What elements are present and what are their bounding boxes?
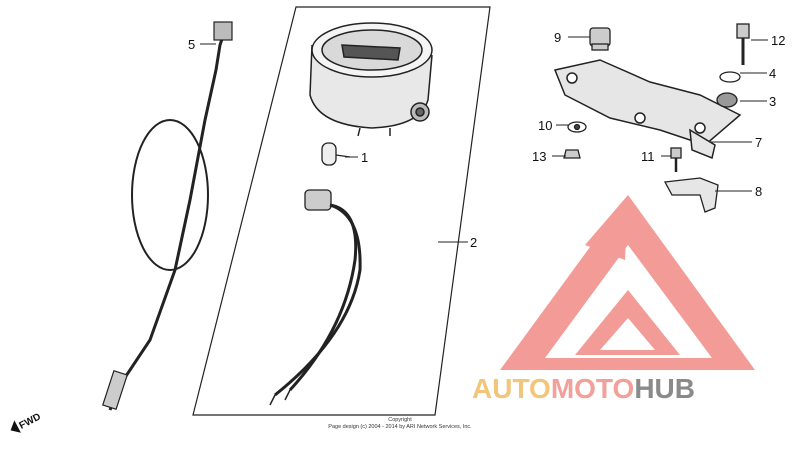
callout-9: 9: [554, 30, 561, 45]
watermark-word-auto: AUTO: [472, 373, 551, 404]
hardware: [563, 23, 750, 213]
fwd-arrow-icon: [10, 420, 21, 433]
callout-13: 13: [532, 149, 546, 164]
watermark-wordmark: AUTOMOTOHUB: [472, 373, 695, 404]
speedometer-head: [309, 22, 433, 137]
assembly-box: [192, 6, 491, 416]
callout-5: 5: [188, 37, 195, 52]
watermark-logo: [500, 195, 755, 370]
callout-1: 1: [361, 150, 368, 165]
fwd-indicator: FWD: [10, 411, 43, 433]
copyright-line-2: Page design (c) 2004 - 2014 by ARI Netwo…: [328, 424, 472, 430]
callout-7: 7: [755, 135, 762, 150]
speedometer-cable: [102, 21, 233, 411]
callout-10: 10: [538, 118, 552, 133]
callout-8: 8: [755, 184, 762, 199]
watermark-word-hub: HUB: [634, 373, 695, 404]
callout-3: 3: [769, 94, 776, 109]
meter-bracket: [553, 59, 742, 160]
callout-2: 2: [470, 235, 477, 250]
copyright-line-1: Copyright: [388, 417, 412, 423]
callout-4: 4: [769, 66, 776, 81]
watermark-word-moto: MOTO: [551, 373, 634, 404]
callout-11: 11: [641, 149, 655, 164]
wire-harness: [269, 189, 362, 406]
fwd-label: FWD: [18, 411, 43, 431]
bulb-part: [321, 142, 351, 166]
leader-lines: [200, 36, 768, 243]
callout-12: 12: [771, 33, 785, 48]
